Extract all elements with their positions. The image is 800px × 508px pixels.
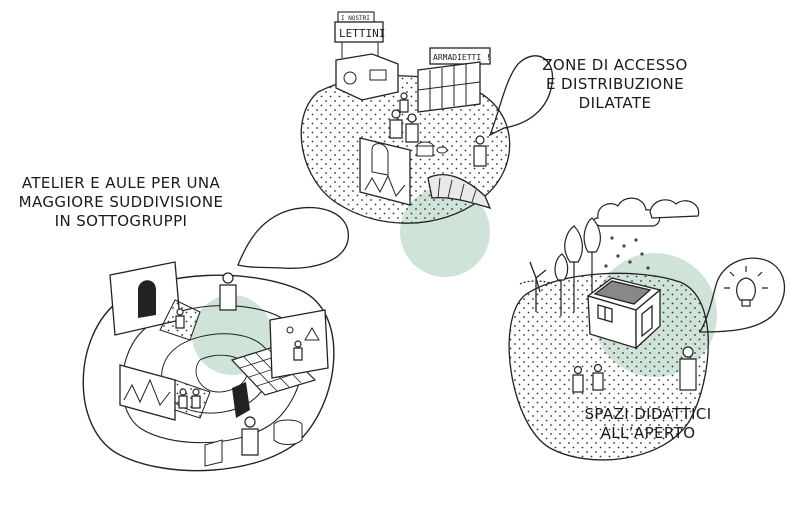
caption-outdoor-line-1: SPAZI DIDATTICI <box>584 405 712 423</box>
tube-slide <box>427 173 492 210</box>
caption-atelier-line-1: ATELIER E AULE PER UNA <box>21 174 221 192</box>
caption-atelier-line-2: MAGGIORE SUDDIVISIONE <box>18 193 224 211</box>
access-speech-bubble <box>488 55 554 137</box>
access-zone-scene: I NOSTRI LETTINI ARMADIETTI ! <box>300 11 554 277</box>
caption-atelier: ATELIER E AULE PER UNA MAGGIORE SUDDIVIS… <box>10 174 232 231</box>
caption-outdoor: SPAZI DIDATTICI ALL’APERTO <box>563 405 733 443</box>
sign-lettini-text: LETTINI <box>339 27 385 40</box>
caption-access-line-3: DILATATE <box>578 94 652 112</box>
caption-access-zones: ZONE DI ACCESSO E DISTRIBUZIONE DILATATE <box>520 56 710 113</box>
rain-drops <box>604 236 650 270</box>
wind-turbine <box>519 261 553 312</box>
atelier-speech-bubble <box>237 206 349 269</box>
atelier-figures <box>175 272 303 456</box>
sign-armadietti-text: ARMADIETTI ! <box>433 53 491 62</box>
cloud-2 <box>649 199 700 219</box>
access-figures <box>389 92 487 167</box>
outdoor-speech-bubble <box>698 257 785 333</box>
light-bulb-icon <box>724 266 768 307</box>
outdoor-figures <box>572 346 697 393</box>
trees <box>554 217 601 316</box>
house <box>586 277 662 350</box>
outdoor-scene <box>508 197 785 461</box>
caption-access-line-1: ZONE DI ACCESSO <box>542 56 688 74</box>
classroom-wall-left <box>119 364 176 421</box>
caption-outdoor-line-2: ALL’APERTO <box>600 424 696 442</box>
sign-small-text: I NOSTRI <box>341 15 370 22</box>
armadietti-sign-group: ARMADIETTI ! <box>417 47 491 113</box>
atelier-scene <box>82 206 349 472</box>
caption-access-line-2: E DISTRIBUZIONE <box>546 75 684 93</box>
caption-atelier-line-3: IN SOTTOGRUPPI <box>54 212 188 230</box>
lettini-sign-group: I NOSTRI LETTINI <box>334 11 399 101</box>
